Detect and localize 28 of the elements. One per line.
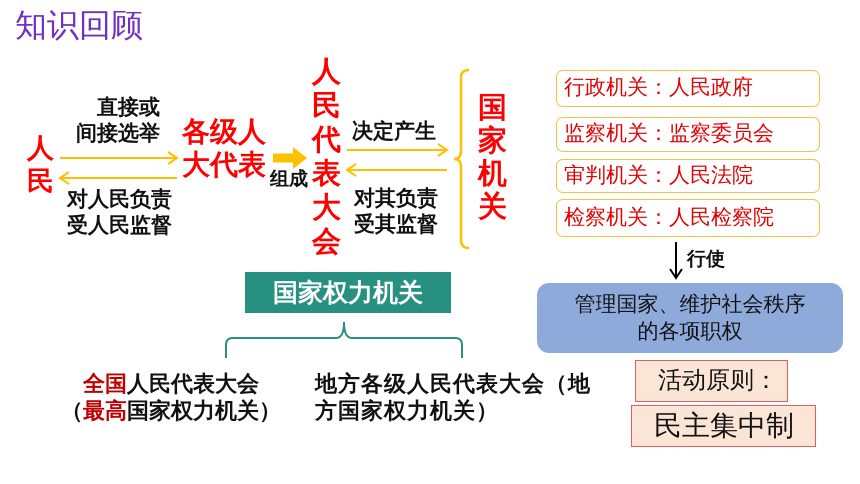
arrow xyxy=(60,151,178,165)
arrow xyxy=(59,171,177,185)
info-box: 管理国家、维护社会秩序的各项职权 xyxy=(537,283,843,353)
text-label: （最高国家权力机关） xyxy=(60,397,282,424)
text-label: 各级人大代表 xyxy=(182,115,268,181)
text-label: 全国人民代表大会 xyxy=(82,370,260,397)
heading-box: 国家权力机关 xyxy=(245,272,451,313)
edge-label: 直接或间接选举 xyxy=(76,95,161,147)
edge-label: 决定产生 xyxy=(352,119,437,145)
text-label: 人民代表大会 xyxy=(312,55,342,259)
text-box: 活动原则： xyxy=(635,360,788,402)
arrow xyxy=(273,147,307,169)
arrow xyxy=(669,242,683,279)
info-box: 审判机关：人民法院 xyxy=(556,159,820,193)
text-label: 人民 xyxy=(27,132,55,198)
info-box: 行政机关：人民政府 xyxy=(556,70,820,107)
text-label: 地方各级人民代表大会（地方国家权力机关） xyxy=(315,370,592,424)
edge-label: 组成 xyxy=(270,168,309,192)
arrow xyxy=(346,163,447,177)
edge-label: 对其负责受其监督 xyxy=(354,186,439,238)
edge-label: 行使 xyxy=(687,248,726,272)
text-box: 民主集中制 xyxy=(631,405,816,447)
info-box: 监察机关：监察委员会 xyxy=(556,117,820,152)
edge-label: 对人民负责受人民监督 xyxy=(67,187,173,239)
arrow xyxy=(347,143,448,157)
title: 知识回顾 xyxy=(15,6,143,45)
info-box: 检察机关：人民检察院 xyxy=(556,199,820,237)
text-label: 国家机关 xyxy=(478,92,508,224)
